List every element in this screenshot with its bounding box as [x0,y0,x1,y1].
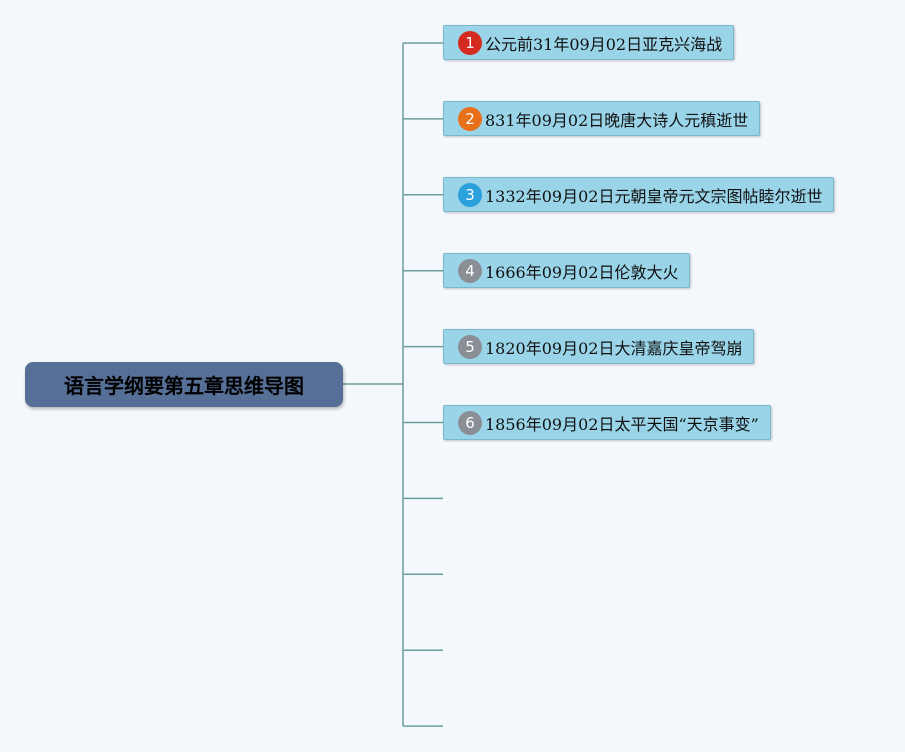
priority-1-icon: 1 [458,30,482,55]
topic-node-6[interactable]: 6 1856年09月02日太平天国“天京事变” [443,405,771,440]
topic-label: 公元前31年09月02日亚克兴海战 [485,34,723,54]
topic-node-3[interactable]: 3 1332年09月02日元朝皇帝元文宗图帖睦尔逝世 [443,177,835,212]
priority-4-icon: 4 [458,258,482,283]
priority-6-icon: 6 [458,410,482,435]
topic-label: 1820年09月02日大清嘉庆皇帝驾崩 [485,338,743,358]
topic-node-4[interactable]: 4 1666年09月02日伦敦大火 [443,253,691,288]
topic-label: 1666年09月02日伦敦大火 [485,262,679,282]
topic-label: 1332年09月02日元朝皇帝元文宗图帖睦尔逝世 [485,186,823,206]
priority-2-icon: 2 [458,106,482,131]
topic-node-2[interactable]: 2 831年09月02日晚唐大诗人元稹逝世 [443,101,761,136]
root-title: 语言学纲要第五章思维导图 [64,374,304,398]
root-topic[interactable]: 语言学纲要第五章思维导图 [25,362,343,407]
topic-node-1[interactable]: 1 公元前31年09月02日亚克兴海战 [443,25,735,60]
topic-label: 1856年09月02日太平天国“天京事变” [485,414,759,434]
priority-5-icon: 5 [458,334,482,359]
priority-3-icon: 3 [458,182,482,207]
topic-node-5[interactable]: 5 1820年09月02日大清嘉庆皇帝驾崩 [443,329,755,364]
topic-label: 831年09月02日晚唐大诗人元稹逝世 [485,110,749,130]
